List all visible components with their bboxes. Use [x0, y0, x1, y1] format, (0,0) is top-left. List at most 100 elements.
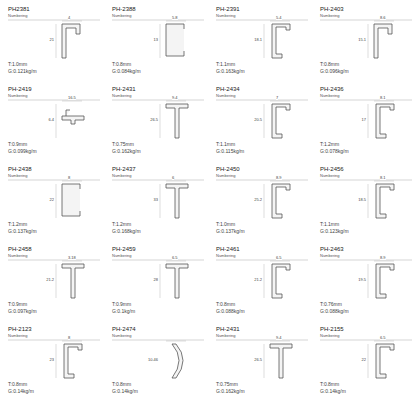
profile-outline	[272, 24, 290, 58]
profile-code: PH-2461	[216, 246, 240, 252]
dimension-value: 6.5	[380, 336, 386, 340]
numbering-label: Numbering	[320, 14, 340, 18]
dimension-value: 8.1	[380, 96, 386, 100]
profile-code: PH-2459	[112, 246, 136, 252]
profile-outline	[166, 24, 184, 56]
profile-outline	[62, 110, 84, 124]
dimension-value: 8	[68, 176, 70, 180]
dimension-line	[62, 341, 82, 342]
dimension-line	[374, 101, 394, 102]
dimension-value: 5.4	[276, 16, 282, 20]
profile-section	[160, 261, 188, 298]
dimension-value: 28	[154, 278, 158, 282]
dimension-line	[166, 261, 186, 262]
numbering-label: Numbering	[112, 174, 132, 178]
dimension-line	[374, 261, 394, 262]
profile-outline	[270, 344, 292, 378]
profile-outline	[166, 184, 188, 218]
thickness-value: T:1.1mm	[216, 62, 235, 67]
numbering-label: Numbering	[8, 94, 28, 98]
dimension-value: 18.5	[358, 198, 366, 202]
numbering-label: Numbering	[8, 174, 28, 178]
dimension-value: 22	[362, 358, 366, 362]
dimension-value: 6	[172, 176, 174, 180]
separator-line	[216, 180, 308, 181]
separator-line	[320, 20, 412, 21]
profile-section	[160, 101, 188, 138]
dimension-line	[56, 344, 57, 378]
weight-value: G:0.096kg/m	[320, 69, 349, 74]
profile-section	[264, 181, 290, 218]
dimension-line	[160, 184, 161, 218]
numbering-label: Numbering	[320, 334, 340, 338]
numbering-label: Numbering	[8, 14, 28, 18]
separator-line	[8, 260, 100, 261]
dimension-line	[368, 184, 369, 218]
numbering-label: Numbering	[216, 334, 236, 338]
profile-outline	[376, 184, 394, 218]
profile-code: PH-2155	[320, 326, 344, 332]
dimension-value: 8	[68, 336, 70, 340]
thickness-value: T:1.2mm	[8, 222, 27, 227]
profile-section	[160, 21, 186, 58]
dimension-value: 16.5	[68, 96, 76, 100]
numbering-label: Numbering	[216, 94, 236, 98]
profile-outline	[272, 184, 290, 218]
numbering-label: Numbering	[8, 334, 28, 338]
thickness-value: T:1.2mm	[112, 222, 131, 227]
thickness-value: T:0.75mm	[112, 142, 134, 147]
numbering-label: Numbering	[8, 254, 28, 258]
weight-value: G:0.162kg/m	[216, 389, 245, 394]
profile-outline	[166, 104, 188, 138]
dimension-line	[166, 341, 186, 342]
separator-line	[112, 260, 204, 261]
thickness-value: T:1.0mm	[8, 62, 27, 67]
numbering-label: Numbering	[112, 334, 132, 338]
dimension-value: 18.1	[254, 38, 262, 42]
profile-outline	[62, 24, 80, 58]
dimension-value: 9.4	[276, 336, 282, 340]
thickness-value: T:1.2mm	[320, 142, 339, 147]
dimension-line	[166, 101, 186, 102]
thickness-value: T:0.8mm	[112, 382, 131, 387]
profile-section	[368, 21, 394, 58]
dimension-line	[56, 104, 57, 138]
dimension-line	[56, 24, 57, 58]
separator-line	[8, 100, 100, 101]
profile-section	[264, 21, 290, 58]
dimension-line	[270, 21, 290, 22]
profile-code: PH-2431	[216, 326, 240, 332]
separator-line	[216, 260, 308, 261]
dimension-value: 15.1	[358, 38, 366, 42]
dimension-line	[160, 24, 161, 58]
dimension-value: 3.18	[68, 256, 76, 260]
weight-value: G:0.14kg/m	[8, 389, 34, 394]
thickness-value: T:0.8mm	[112, 62, 131, 67]
numbering-label: Numbering	[216, 174, 236, 178]
thickness-value: T:0.8mm	[216, 302, 235, 307]
profile-outline	[62, 184, 80, 216]
separator-line	[216, 100, 308, 101]
separator-line	[216, 20, 308, 21]
profile-section	[368, 101, 394, 138]
dimension-line	[56, 184, 57, 218]
dimension-line	[374, 181, 394, 182]
dimension-line	[264, 264, 265, 298]
weight-value: G:0.137kg/m	[216, 229, 245, 234]
weight-value: G:0.162kg/m	[112, 149, 141, 154]
numbering-label: Numbering	[320, 94, 340, 98]
dimension-line	[62, 21, 82, 22]
profile-code: PH-2391	[216, 6, 240, 12]
weight-value: G:0.115kg/m	[216, 149, 244, 154]
separator-line	[8, 340, 100, 341]
dimension-line	[368, 344, 369, 378]
thickness-value: T:1.0mm	[216, 222, 235, 227]
profile-outline	[272, 104, 290, 138]
profile-code: PH2381	[8, 6, 30, 12]
dimension-value: 8.9	[276, 176, 282, 180]
thickness-value: T:0.9mm	[112, 302, 131, 307]
separator-line	[8, 180, 100, 181]
profile-code: PH-2458	[8, 246, 32, 252]
dimension-value: 17	[362, 118, 366, 122]
